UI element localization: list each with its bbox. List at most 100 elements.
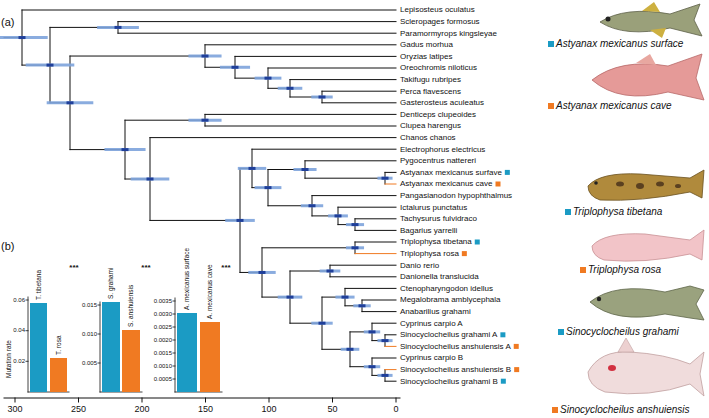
age-interval-bar	[293, 168, 316, 171]
mutation-bar	[50, 358, 67, 392]
species-label: Ctenopharyngodon idellus	[400, 284, 493, 293]
habitat-square	[496, 182, 501, 187]
node-mark	[68, 101, 72, 104]
anshuiensis-spot	[608, 365, 616, 371]
tree-branch	[205, 126, 396, 127]
node-mark	[370, 330, 374, 333]
tree-branch	[290, 79, 396, 80]
time-axis	[4, 398, 400, 399]
node-mark	[353, 223, 357, 226]
tree-branch	[345, 288, 396, 289]
cave-loach-body	[592, 230, 704, 261]
habitat-square	[548, 41, 554, 47]
chart-tick	[26, 361, 28, 362]
loach-blotch	[636, 183, 644, 189]
species-label: Cyprinus carpio A	[400, 319, 463, 328]
fish-caption: Astyanax mexicanus surface	[556, 38, 683, 50]
panel-letter: (a)	[1, 16, 14, 29]
tree-branch	[385, 369, 396, 370]
species-label: Triplophysa rosa	[400, 249, 459, 258]
age-interval-bar	[104, 148, 145, 151]
age-interval-bar	[364, 330, 380, 333]
axis-tick-label: 50	[327, 404, 337, 414]
node-mark	[260, 271, 264, 274]
species-label: Pangasianodon hypophthalmus	[400, 191, 512, 200]
node-mark	[360, 304, 364, 307]
tree-branch	[372, 323, 396, 324]
habitat-square	[558, 329, 564, 335]
tree-branch	[262, 247, 355, 248]
chart-tick-label: 0.0025	[154, 324, 172, 331]
grahami-body	[590, 286, 704, 320]
age-interval-bar	[341, 348, 360, 351]
axis-tick-label: 250	[71, 404, 86, 414]
tree-branch	[355, 218, 396, 219]
chart-tick-label: 0.04	[13, 327, 25, 334]
node-mark	[116, 26, 120, 29]
chart-tick	[26, 330, 28, 331]
chart-tick	[98, 363, 100, 364]
chart-y-axis	[28, 297, 29, 392]
node-mark	[383, 339, 387, 342]
age-interval-bar	[26, 64, 75, 67]
tree-branch	[312, 195, 396, 196]
age-interval-bar	[220, 66, 250, 69]
chart-tick-label: 0.0020	[154, 337, 172, 344]
axis-title: Mutation rate	[5, 340, 12, 378]
age-interval-bar	[278, 87, 303, 90]
tree-branch	[385, 184, 396, 185]
chart-tick	[173, 353, 175, 354]
habitat-square	[565, 209, 571, 215]
habitat-square	[514, 344, 519, 349]
significance-mark: ***	[69, 263, 78, 272]
species-label: Astyanax mexicanus surfave	[400, 168, 502, 177]
loach-eye	[594, 181, 598, 185]
tree-branch	[355, 253, 396, 254]
significance-mark: ***	[141, 263, 150, 272]
species-label: Perca flavescens	[400, 87, 461, 96]
tree-branch	[322, 91, 396, 92]
age-interval-bar	[377, 339, 392, 342]
age-interval-bar	[188, 119, 221, 122]
fish-caption: Sinocyclocheilus grahami	[566, 326, 679, 338]
age-interval-bar	[335, 296, 354, 299]
age-interval-bar	[346, 223, 364, 226]
mutation-bar	[122, 330, 140, 392]
axis-tick	[142, 398, 143, 402]
loach-blotch	[656, 182, 664, 187]
habitat-square	[548, 103, 554, 109]
node-mark	[288, 296, 292, 299]
tree-branch	[22, 10, 396, 11]
age-interval-bar	[377, 374, 392, 377]
species-label: Gasterosteus aculeatus	[400, 98, 484, 107]
panel-letter: (b)	[1, 240, 14, 253]
chart-tick	[173, 340, 175, 341]
axis-tick-label: 100	[261, 404, 276, 414]
cave-fish-fin	[636, 54, 656, 65]
tree-branch	[322, 102, 396, 103]
species-label: Paramormyrops kingsleyae	[400, 29, 497, 38]
tree-branch	[268, 68, 396, 69]
tree-branch	[252, 149, 396, 150]
node-mark	[266, 77, 270, 80]
chart-y-axis	[100, 302, 101, 392]
age-interval-bar	[364, 365, 380, 368]
axis-tick	[269, 398, 270, 402]
habitat-square	[475, 240, 480, 245]
tree-branch	[205, 44, 396, 45]
species-label: Anabarilius grahami	[400, 307, 471, 316]
node-mark	[310, 204, 314, 207]
tree-branch	[330, 276, 396, 277]
age-interval-bar	[346, 246, 364, 249]
age-interval-bar	[278, 296, 303, 299]
tree-branch	[385, 346, 396, 347]
axis-tick	[332, 398, 333, 402]
anshuiensis-horn	[618, 338, 634, 352]
chart-tick-label: 0.010	[82, 331, 97, 338]
fish-caption: Triplophysa rosa	[588, 264, 661, 276]
species-label: Denticeps clupeoides	[400, 110, 476, 119]
node-mark	[320, 322, 324, 325]
axis-tick	[78, 398, 79, 402]
chart-tick	[98, 334, 100, 335]
